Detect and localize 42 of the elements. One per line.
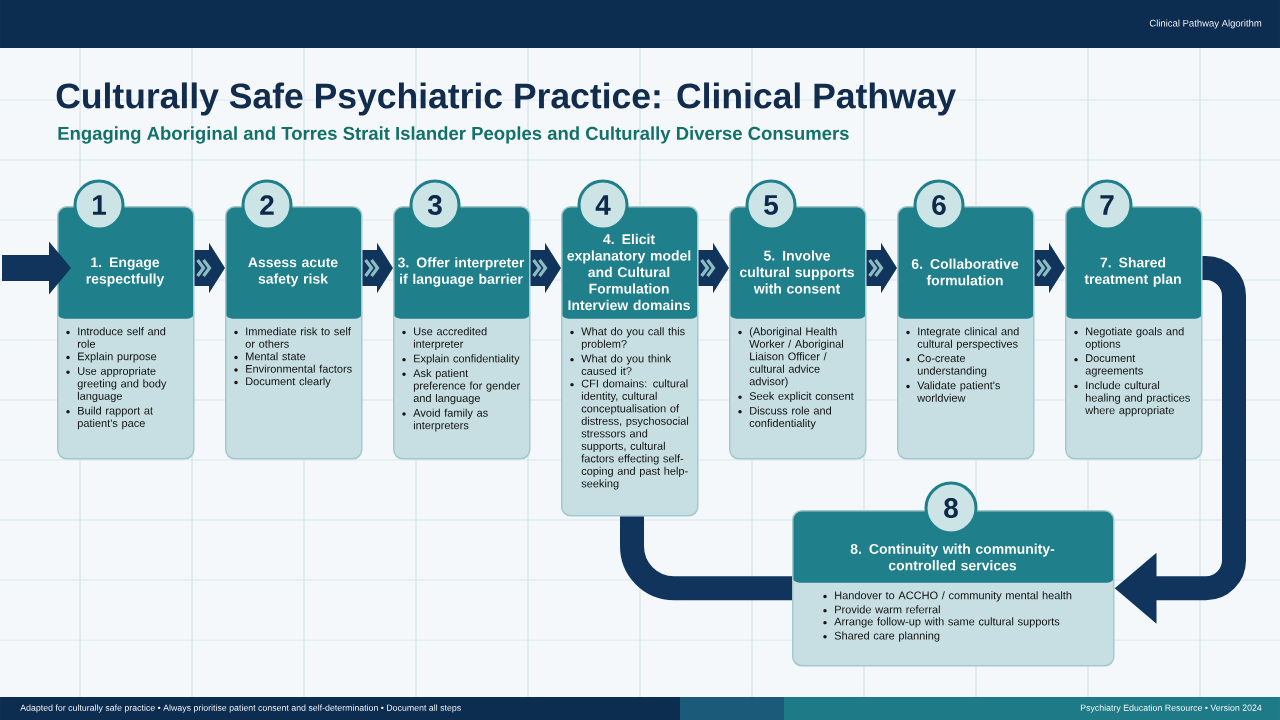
bullet-text: Build rapport at patient's pace <box>77 406 153 430</box>
bullet-text: Document agreements <box>1085 354 1143 377</box>
step-title: 8. Continuity with community-controlled services <box>850 543 1055 571</box>
step-title: 5. Involve cultural supports with consent <box>740 250 854 294</box>
bullet-text: Explain purpose <box>78 352 157 363</box>
footer-credit: Psychiatry Education Resource • Version 2024 <box>1080 704 1262 713</box>
header-label: Clinical Pathway Algorithm <box>1149 19 1262 29</box>
bullet-text: Negotiate goals and options <box>1085 327 1184 350</box>
bullet-text: Ask patient preference for gender and language <box>413 369 520 405</box>
footer-note: Adapted for culturally safe practice • Always prioritise patient consent and self-determination • Document all steps <box>20 704 461 713</box>
bullet-text: Discuss role and confidentiality <box>749 406 831 430</box>
bullet-text: CFI domains: cultural identity, cultural conceptualisation of distress, psychosocial stressors and supports, cultural factors effecting self-coping and past help-seeking <box>581 379 689 490</box>
bullet-text: Shared care planning <box>834 631 940 642</box>
bullet-text: What do you call this problem? <box>581 327 685 350</box>
step-title: 1. Engage respectfully <box>86 257 165 287</box>
bullet-text: Environmental factors <box>246 364 352 373</box>
subtitle: Engaging Aboriginal and Torres Strait Islander Peoples and Culturally Diverse Consumers <box>58 126 849 144</box>
bullet-text: Use accredited interpreter <box>413 327 487 350</box>
bullet-text: Use appropriate greeting and body language <box>77 366 167 403</box>
bullet-text: Integrate clinical and cultural perspectives <box>917 327 1019 350</box>
bullet-text: Immediate risk to self or others <box>245 327 351 348</box>
page-title: Culturally Safe Psychiatric Practice: Clinical Pathway <box>56 82 956 116</box>
bullet-text: Seek explicit consent <box>749 391 854 403</box>
bullet-text: What do you think caused it? <box>581 354 672 375</box>
bullet-text: Introduce self and role <box>77 327 166 348</box>
connector-band <box>620 516 792 601</box>
bullet-text: (Aboriginal Health Worker / Aboriginal Liaison Officer / cultural advice advisor) <box>749 327 843 388</box>
bullet-text: Validate patient's worldview <box>917 381 1000 402</box>
step-title: 3. Offer interpreter if language barrier <box>397 257 525 287</box>
bullet-text: Arrange follow-up with same cultural supports <box>834 617 1060 628</box>
bullet-text: Mental state <box>246 352 306 361</box>
bullet-text: Include cultural healing and practices where appropriate <box>1085 381 1190 417</box>
step-title: Assess acute safety risk <box>248 257 338 287</box>
step-title: 7. Shared treatment plan <box>1084 257 1181 287</box>
step-title: 6. Collaborative formulation <box>911 258 1019 286</box>
bullet-text: Explain confidentiality <box>414 354 520 365</box>
bullet-text: Document clearly <box>246 377 331 388</box>
step-title: 4. Elicit explanatory model and Cultural Formulation Interview domains <box>567 233 691 311</box>
bullet-text: Provide warm referral <box>835 605 940 614</box>
bullet-text: Handover to ACCHO / community mental health <box>835 591 1072 602</box>
bullet-text: Co-create understanding <box>917 354 987 377</box>
bullet-text: Avoid family as interpreters <box>413 408 488 432</box>
